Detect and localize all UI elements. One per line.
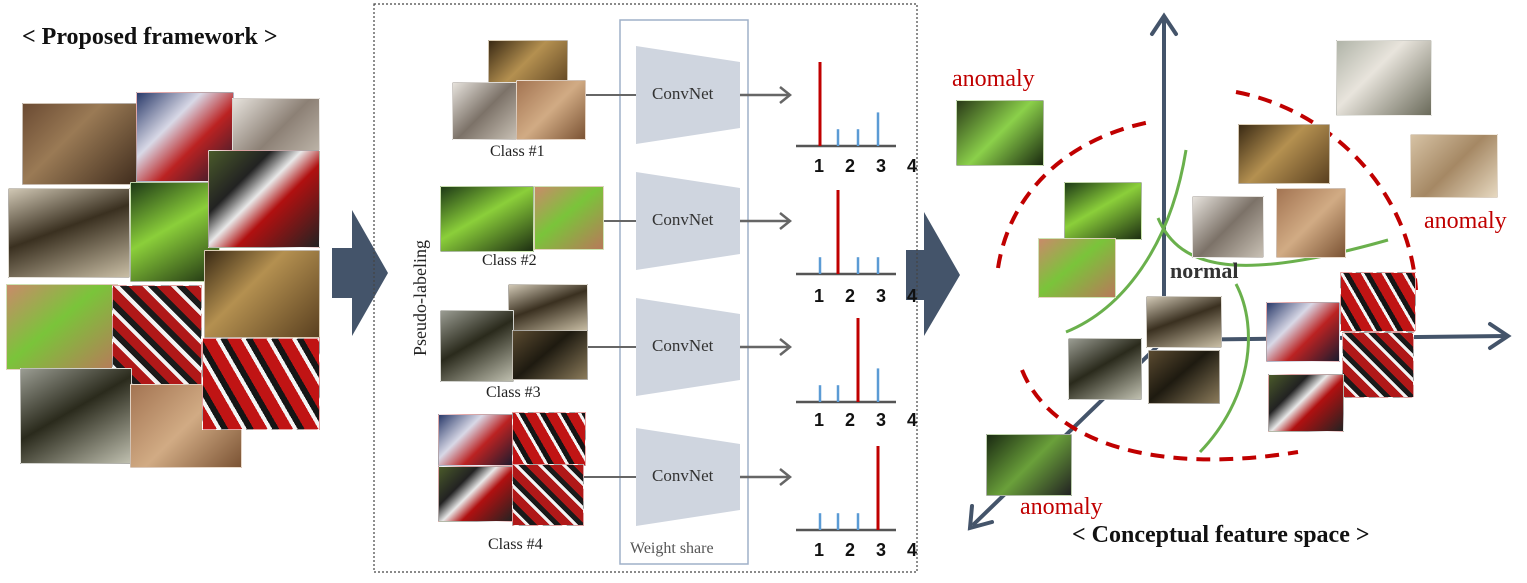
snake-photo bbox=[1340, 272, 1416, 332]
snake-photo bbox=[22, 103, 140, 185]
tick-labels-4: 1 2 3 4 bbox=[814, 540, 926, 560]
tick-labels-3: 1 2 3 4 bbox=[814, 410, 926, 430]
anomaly-label-right: anomaly bbox=[1424, 208, 1507, 234]
snake-photo bbox=[512, 464, 584, 526]
anomaly-label-top-left: anomaly bbox=[952, 66, 1035, 92]
class-label-1: Class #1 bbox=[490, 143, 545, 160]
anomaly-cobra-photo bbox=[1410, 134, 1498, 198]
snake-photo bbox=[1266, 302, 1340, 362]
convnet-block-4 bbox=[636, 428, 740, 526]
class-label-3: Class #3 bbox=[486, 384, 541, 401]
class-label-4: Class #4 bbox=[488, 536, 543, 553]
snake-photo bbox=[1192, 196, 1264, 258]
convnet-label-4: ConvNet bbox=[652, 466, 714, 485]
pseudo-labeling-panel bbox=[373, 3, 918, 573]
snake-photo bbox=[512, 330, 588, 380]
snake-photo bbox=[512, 412, 586, 466]
convnet-label-3: ConvNet bbox=[652, 336, 714, 355]
snake-photo bbox=[1268, 374, 1344, 432]
output-arrows bbox=[740, 86, 793, 486]
softmax-bar-charts bbox=[796, 62, 896, 532]
snake-photo bbox=[1068, 338, 1142, 400]
tick-labels-1: 1 2 3 4 bbox=[814, 156, 926, 176]
snake-photo bbox=[8, 188, 130, 278]
snake-photo bbox=[1238, 124, 1330, 184]
weight-share-box bbox=[619, 19, 749, 565]
snake-photo bbox=[1146, 296, 1222, 348]
anomaly-label-bottom: anomaly bbox=[1020, 494, 1103, 520]
snake-photo bbox=[1342, 332, 1414, 398]
left-title: < Proposed framework > bbox=[22, 24, 278, 50]
anomaly-gecko-photo bbox=[986, 434, 1072, 496]
snake-photo bbox=[202, 338, 320, 430]
convnet-label-1: ConvNet bbox=[652, 84, 714, 103]
anomaly-boundary bbox=[996, 90, 1418, 462]
flow-arrow-right bbox=[906, 212, 960, 336]
snake-photo bbox=[20, 368, 132, 464]
snake-photo bbox=[452, 82, 518, 140]
snake-photo bbox=[1064, 182, 1142, 240]
convnet-block-3 bbox=[636, 298, 740, 396]
snake-photo bbox=[1276, 188, 1346, 258]
snake-photo bbox=[440, 186, 534, 252]
pseudo-labeling-label: Pseudo-labeling bbox=[410, 240, 430, 356]
snake-photo bbox=[204, 250, 320, 338]
snake-photo bbox=[438, 466, 514, 522]
snake-photo bbox=[516, 80, 586, 140]
snake-photo bbox=[6, 284, 118, 370]
right-title: < Conceptual feature space > bbox=[1072, 522, 1370, 548]
weight-share-label: Weight share bbox=[630, 540, 714, 557]
anomaly-lizard-photo bbox=[956, 100, 1044, 166]
snake-photo bbox=[1038, 238, 1116, 298]
snake-photo bbox=[208, 150, 320, 248]
convnet-label-2: ConvNet bbox=[652, 210, 714, 229]
convnet-block-2 bbox=[636, 172, 740, 270]
flow-arrow-left bbox=[332, 210, 388, 336]
snake-photo bbox=[440, 310, 514, 382]
tick-labels-2: 1 2 3 4 bbox=[814, 286, 926, 306]
snake-photo bbox=[1148, 350, 1220, 404]
normal-label: normal bbox=[1170, 258, 1239, 283]
anomaly-crocodile-photo bbox=[1336, 40, 1432, 116]
convnet-block-1 bbox=[636, 46, 740, 144]
snake-photo bbox=[534, 186, 604, 250]
snake-photo bbox=[508, 284, 588, 332]
snake-photo bbox=[438, 414, 514, 466]
class-label-2: Class #2 bbox=[482, 252, 537, 269]
